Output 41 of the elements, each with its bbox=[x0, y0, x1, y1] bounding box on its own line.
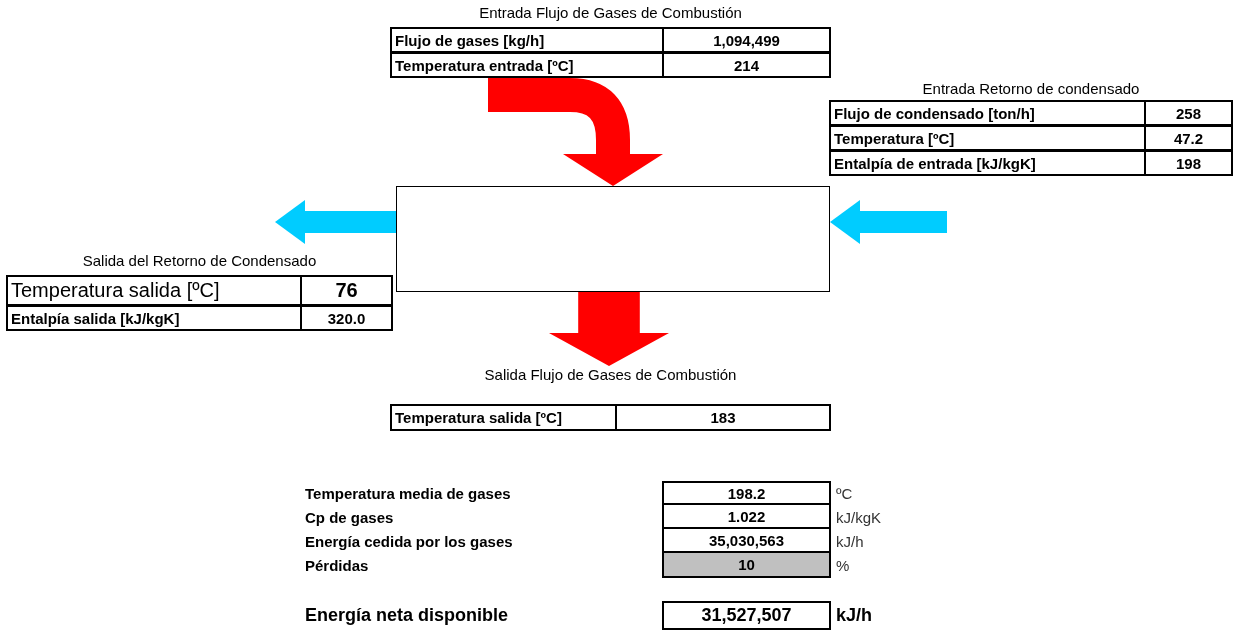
unit-label: ºC bbox=[835, 484, 854, 504]
cell-value: 198 bbox=[1175, 153, 1202, 174]
row-label: Pérdidas bbox=[305, 556, 370, 576]
table-row bbox=[390, 52, 831, 78]
row-label: Energía neta disponible bbox=[305, 604, 510, 627]
table-row bbox=[390, 27, 831, 53]
cell-value: 320.0 bbox=[326, 308, 367, 329]
flow-arrow bbox=[275, 200, 396, 244]
flow-arrow bbox=[488, 78, 663, 186]
cell-value: 47.2 bbox=[1172, 128, 1205, 149]
flow-arrow bbox=[830, 200, 947, 244]
table-row bbox=[6, 275, 393, 306]
row-label: Temperatura entrada [ºC] bbox=[392, 54, 664, 76]
row-label: Temperatura salida [ºC] bbox=[392, 406, 617, 429]
cell-value: 76 bbox=[334, 278, 359, 303]
table-title: Entrada Retorno de condensado bbox=[921, 80, 1141, 97]
flow-arrow bbox=[549, 292, 669, 366]
unit-label: kJ/h bbox=[835, 532, 865, 552]
table-title: Salida del Retorno de Condensado bbox=[81, 252, 318, 269]
table-row bbox=[829, 150, 1233, 176]
table-row bbox=[829, 125, 1233, 151]
table-title: Entrada Flujo de Gases de Combustión bbox=[478, 4, 743, 21]
cell-value: 258 bbox=[1175, 103, 1202, 124]
row-label: Entalpía de entrada [kJ/kgK] bbox=[831, 152, 1146, 174]
row-label: Temperatura media de gases bbox=[305, 484, 512, 504]
row-label: Cp de gases bbox=[305, 508, 395, 528]
unit-label: kJ/h bbox=[835, 604, 874, 627]
cell-value: 183 bbox=[709, 408, 737, 428]
row-label: Entalpía salida [kJ/kgK] bbox=[8, 307, 302, 329]
cell-value: 214 bbox=[733, 55, 760, 76]
table-row bbox=[6, 305, 393, 331]
table-title: Salida Flujo de Gases de Combustión bbox=[483, 366, 738, 383]
row-label: Energía cedida por los gases bbox=[305, 532, 514, 552]
unit-label: kJ/kgK bbox=[835, 508, 882, 528]
value-cell: 10 bbox=[662, 551, 831, 578]
cell-value: 1,094,499 bbox=[712, 30, 781, 51]
table-row bbox=[390, 404, 831, 431]
heat-exchanger-box bbox=[396, 186, 830, 292]
unit-label: % bbox=[835, 556, 851, 576]
value-cell: 31,527,507 bbox=[662, 601, 831, 630]
table-row bbox=[829, 100, 1233, 126]
